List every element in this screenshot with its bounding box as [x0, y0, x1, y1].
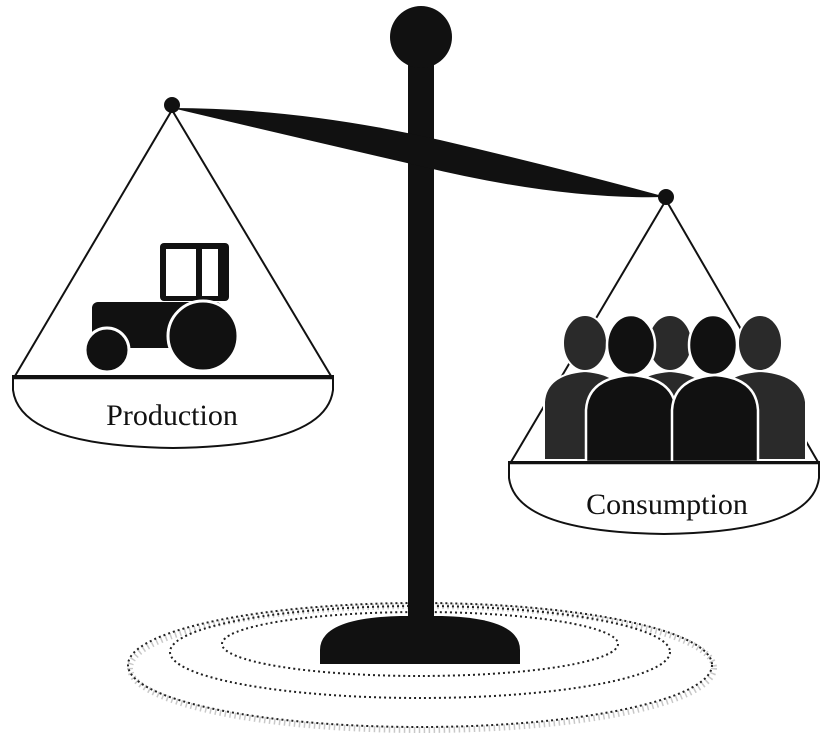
inner-ground-ring [221, 611, 619, 677]
crowd-person-body [670, 373, 760, 464]
left-pan [12, 375, 334, 450]
tractor-window-right [202, 249, 218, 296]
tractor-window-left [166, 249, 196, 296]
production-label: Production [106, 399, 238, 432]
crowd-person-head [562, 314, 608, 372]
crowd-icon [543, 313, 807, 464]
crowd-person-head [605, 313, 657, 377]
crowd-person-head [737, 314, 783, 372]
outer-ground-ring [127, 602, 713, 728]
right-pan-group: Consumption [508, 199, 820, 536]
ground-shadow-ring [127, 603, 717, 733]
beam-bar [172, 108, 666, 198]
tractor-icon [83, 243, 240, 374]
left-pan-string-left [14, 109, 173, 377]
left-pan-string-right [171, 109, 332, 377]
crowd-person-head [687, 313, 739, 377]
tractor-rear-wheel [166, 299, 240, 373]
right-pan [508, 461, 820, 536]
tractor-front-wheel [83, 326, 131, 374]
scale-stand [320, 6, 520, 664]
scale-base [320, 616, 520, 664]
crowd-person-body [584, 373, 678, 464]
ground-rings [127, 602, 717, 733]
middle-ground-ring [169, 605, 671, 699]
beam-right-pivot [658, 189, 674, 205]
consumption-label: Consumption [586, 488, 748, 521]
scale-beam [164, 97, 674, 205]
left-pan-group: Production [12, 109, 334, 450]
pillar-top-knob [390, 6, 452, 68]
beam-left-pivot [164, 97, 180, 113]
